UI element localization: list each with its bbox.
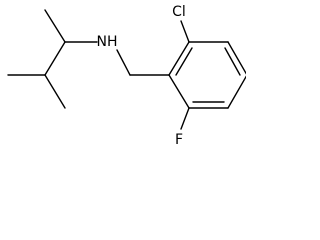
ring-double-bond-b (224, 47, 241, 76)
ring-bond-6-1 (168, 74, 190, 109)
bond-c3-c5 (44, 74, 66, 109)
bond-ring-cl (180, 20, 190, 43)
fluorine-label: F (175, 132, 183, 148)
ring-bond-3-4 (227, 41, 246, 75)
bond-n-ch2 (116, 49, 131, 76)
ring-bond-1-2 (168, 41, 190, 76)
chlorine-label: Cl (172, 4, 186, 20)
ring-double-bond-a (175, 47, 193, 76)
ring-bond-4-5 (227, 75, 246, 109)
chemical-structure: NH Cl F (7, 4, 246, 148)
bond-c1-c2 (44, 9, 66, 43)
bond-ring-f (180, 107, 190, 130)
bond-c2-c3 (44, 41, 66, 76)
nitrogen-label: NH (97, 34, 118, 50)
